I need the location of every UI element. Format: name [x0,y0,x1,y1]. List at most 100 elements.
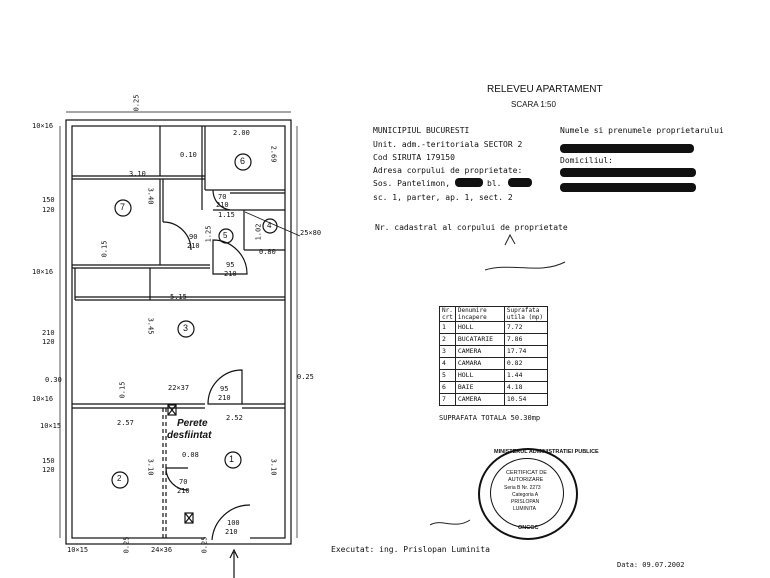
table-total: SUPRAFATA TOTALA 50.30mp [439,414,541,422]
dim-0-10: 0.10 [180,151,197,159]
dim-3-40: 3.40 [146,187,155,205]
dim-1-02: 1.02 [254,223,263,241]
dim-0-25-c: 0.25 [200,536,209,554]
dim-95-b: 95 [220,385,229,393]
dim-90: 90 [189,233,198,241]
dim-210-a: 210 [216,201,229,209]
dim-1-15: 1.15 [218,211,235,219]
room-label-6: 6 [240,156,246,166]
dim-0-25-top: 0.25 [132,94,141,112]
dim-3-45: 3.45 [146,317,155,335]
dim-210-e: 210 [218,394,231,402]
document-title: RELEVEU APARTAMENT [487,84,603,95]
stamp-inner-ring [490,458,564,528]
info-siruta: Cod SIRUTA 179150 [373,153,455,162]
stamp-line-1: CERTIFICAT DE [506,470,547,476]
dim-3-10-r: 3.10 [269,458,278,476]
domicile-label: Domiciliul: [560,156,613,165]
dim-2-57: 2.57 [117,419,134,427]
redacted-street-number [455,178,483,187]
dim-120-c: 120 [42,466,55,474]
door-swing-bath [212,189,231,211]
outer-wall-inner [71,125,286,539]
document-date: Data: 09.07.2002 [617,561,685,569]
room-circle-2 [111,471,129,489]
door-swing-entrance [211,504,251,541]
vent-box-1 [167,404,177,416]
dim-1-25: 1.25 [204,225,213,243]
signature-mark [484,261,566,271]
redacted-domicile-2 [560,183,696,192]
room-label-5: 5 [223,231,228,240]
authorization-stamp: MINISTERUL ADMINISTRATIEI PUBLICE CERTIF… [478,448,599,540]
dim-0-15-a: 0.15 [100,240,109,258]
table-header-row: Nr. crt Denumire incapere Suprafata util… [439,306,548,322]
note-desfiintat: desfiintat [167,430,212,441]
cadastral-scribble [504,233,516,246]
stamp-bottom-text: ONCGC [518,525,539,531]
door-swing-room3 [207,369,243,405]
document-scale: SCARA 1:50 [511,100,556,109]
dim-10x16-c: 10×16 [32,395,54,403]
room-circle-6 [234,153,252,171]
cadastral-label: Nr. cadastral al corpului de proprietate [375,223,568,232]
dim-22x37: 22×37 [168,384,190,392]
vent-box-2-x [184,512,194,524]
door-swing-room7 [162,221,192,251]
dim-70-a: 70 [218,193,227,201]
room-circle-5 [218,228,234,244]
dim-210-f: 210 [177,487,190,495]
dim-70-b: 70 [179,478,188,486]
room-label-7: 7 [120,202,126,212]
stamp-line-6: LUMINITA [513,506,536,512]
dim-3-10-top: 3.10 [129,170,146,178]
dim-0-30: 0.30 [45,376,62,384]
stamp-line-3: Seria B Nr. 2273 [504,485,541,491]
dim-150-b: 150 [42,457,55,465]
owner-label: Numele si prenumele proprietarului [560,126,724,135]
dim-2-69: 2.69 [269,145,278,163]
room-label-1-fix: 1 [229,454,235,464]
stamp-line-5: PRISLOPAN [511,499,540,505]
dim-10x15-a: 10×15 [40,422,62,430]
room-label-3: 3 [183,323,189,333]
dim-210-d: 210 [42,329,55,337]
room-circle-1 [224,451,242,469]
dim-100: 100 [227,519,240,527]
executor-signature [429,519,471,526]
entrance-arrowhead [229,548,239,559]
dim-0-25-b: 0.25 [122,536,131,554]
dim-2-52: 2.52 [226,414,243,422]
redacted-domicile-1 [560,168,696,177]
dim-10x16-b: 10×16 [32,268,54,276]
dim-95-a: 95 [226,261,235,269]
vent-box-2 [184,512,194,524]
leader-25x80 [244,211,301,237]
dim-120-a: 120 [42,206,55,214]
dim-0-15-b: 0.15 [118,381,127,399]
rooms-table: Nr. crt Denumire incapere Suprafata util… [439,306,548,406]
dim-10x15-b: 10×15 [67,546,89,554]
info-municipality: MUNICIPIUL BUCURESTI [373,126,470,135]
room-circle-3 [177,320,195,338]
dim-210-c: 210 [224,270,237,278]
stamp-line-4: Categoria A [512,492,539,498]
redacted-bl [508,178,532,187]
th-area: Suprafata utila (mp) [503,306,548,322]
info-address-label: Adresa corpului de proprietate: [373,166,523,175]
room-circle-7 [114,199,132,217]
dim-0-80: 0.80 [259,248,276,256]
stamp-outer-text: MINISTERUL ADMINISTRATIEI PUBLICE [494,449,599,455]
dim-210-b: 210 [187,242,200,250]
executed-by: Executat: ing. Prislopan Luminita [331,545,490,554]
dim-3-10-l: 3.10 [146,458,155,476]
dim-0-25-r: 0.25 [297,373,314,381]
stamp-line-2: AUTORIZARE [508,477,544,483]
